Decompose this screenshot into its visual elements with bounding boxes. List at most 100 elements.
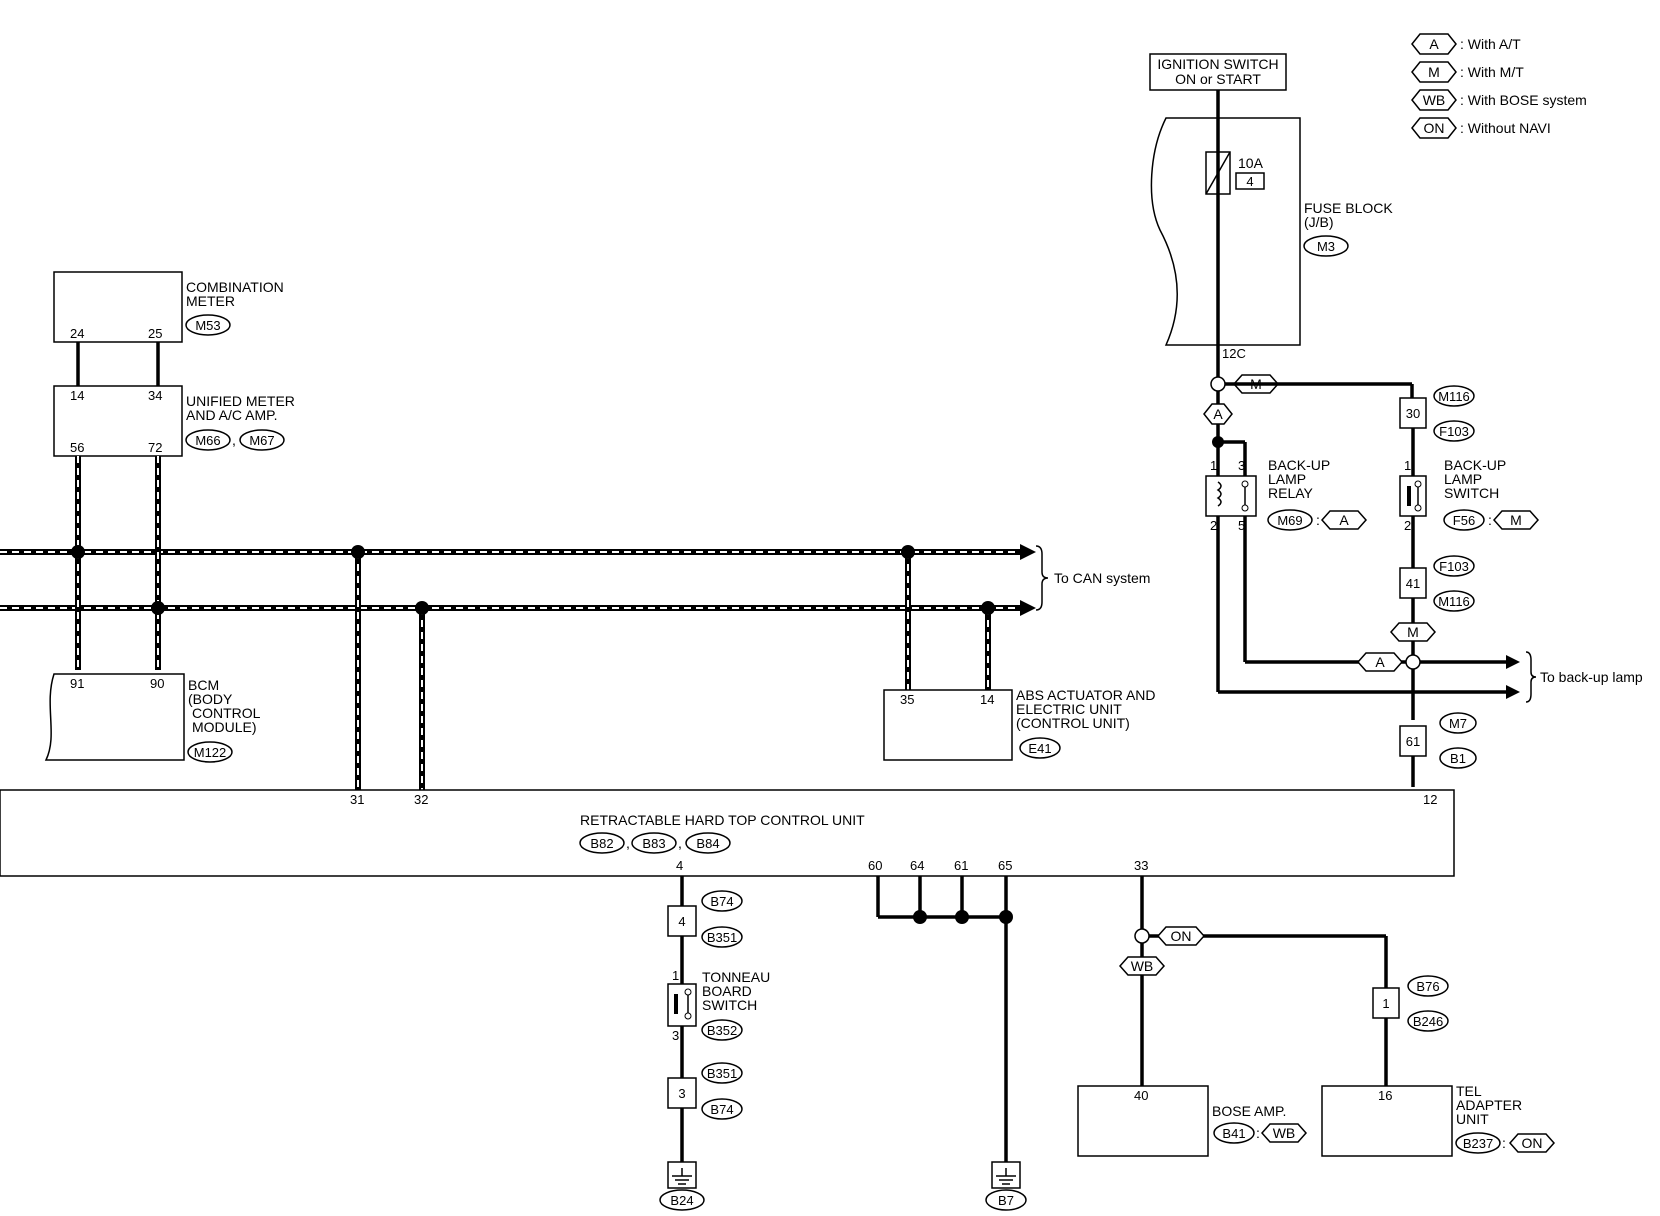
svg-text:60: 60 xyxy=(868,858,882,873)
svg-text:56: 56 xyxy=(70,440,84,455)
opt-tag-a-2: A xyxy=(1356,652,1404,672)
svg-text:BACK-UP: BACK-UP xyxy=(1268,457,1330,473)
svg-text:64: 64 xyxy=(910,858,924,873)
svg-text::: : xyxy=(1488,512,1492,528)
svg-text:B76: B76 xyxy=(1416,979,1439,994)
svg-text:12C: 12C xyxy=(1222,346,1246,361)
svg-text:A: A xyxy=(1339,512,1349,528)
svg-text:B24: B24 xyxy=(670,1193,693,1208)
svg-text:61: 61 xyxy=(1406,734,1420,749)
svg-text:ON or START: ON or START xyxy=(1175,71,1261,87)
can-bus: To CAN system xyxy=(0,456,1150,790)
svg-text:B83: B83 xyxy=(642,836,665,851)
svg-text:ABS ACTUATOR AND: ABS ACTUATOR AND xyxy=(1016,687,1156,703)
svg-text:35: 35 xyxy=(900,692,914,707)
svg-text:F103: F103 xyxy=(1439,559,1469,574)
svg-text:12: 12 xyxy=(1423,792,1437,807)
unified-meter: 14 34 56 72 UNIFIED METER AND A/C AMP. M… xyxy=(53,385,295,457)
tonneau-board-switch: 1 3 TONNEAU BOARD SWITCH B352 xyxy=(667,968,770,1043)
svg-text:COMBINATION: COMBINATION xyxy=(186,279,284,295)
bcm: 91 90 BCM (BODY CONTROL MODULE) M122 xyxy=(44,673,261,763)
svg-text:1: 1 xyxy=(1404,458,1411,473)
svg-text:F103: F103 xyxy=(1439,424,1469,439)
svg-text:SWITCH: SWITCH xyxy=(1444,485,1499,501)
legend-item-a: A : With A/T xyxy=(1411,33,1521,55)
svg-text:M66: M66 xyxy=(195,433,220,448)
ground-b24: B24 xyxy=(659,1161,705,1211)
svg-text:WB: WB xyxy=(1131,958,1154,974)
svg-text:WB: WB xyxy=(1273,1125,1296,1141)
junction-1: 1 B76 B246 xyxy=(1372,975,1449,1032)
svg-text:ON: ON xyxy=(1424,120,1445,136)
svg-text:(J/B): (J/B) xyxy=(1304,214,1334,230)
svg-text:: Without NAVI: : Without NAVI xyxy=(1460,120,1551,136)
svg-text:32: 32 xyxy=(414,792,428,807)
legend-item-m: M : With M/T xyxy=(1411,61,1524,83)
svg-text:5: 5 xyxy=(1238,518,1245,533)
opt-tag-m-1: M xyxy=(1232,374,1280,394)
svg-text:1: 1 xyxy=(672,968,679,983)
opt-tag-a-1: A xyxy=(1203,403,1233,425)
svg-text:B82: B82 xyxy=(590,836,613,851)
svg-text:M3: M3 xyxy=(1317,239,1335,254)
svg-text:3: 3 xyxy=(672,1028,679,1043)
svg-text:,: , xyxy=(678,835,682,851)
backup-lamp-switch: 1 2 BACK-UP LAMP SWITCH F56 : M xyxy=(1399,457,1540,533)
svg-text:LAMP: LAMP xyxy=(1444,471,1482,487)
ground-b7: B7 xyxy=(985,1161,1027,1211)
svg-text:E41: E41 xyxy=(1028,741,1051,756)
svg-text:FUSE BLOCK: FUSE BLOCK xyxy=(1304,200,1393,216)
svg-text:M7: M7 xyxy=(1449,716,1467,731)
svg-text:SWITCH: SWITCH xyxy=(702,997,757,1013)
svg-text:(CONTROL UNIT): (CONTROL UNIT) xyxy=(1016,715,1130,731)
svg-text:ELECTRIC UNIT: ELECTRIC UNIT xyxy=(1016,701,1122,717)
backup-lamp-relay: 1 3 2 5 BACK-UP LAMP RELAY M69 : A xyxy=(1205,457,1368,533)
tel-adapter-unit: 16 TEL ADAPTER UNIT B237 : ON xyxy=(1321,1083,1556,1157)
hardtop-control-unit: 31 32 12 RETRACTABLE HARD TOP CONTROL UN… xyxy=(0,789,1455,877)
svg-text:AND A/C AMP.: AND A/C AMP. xyxy=(186,407,278,423)
svg-text:B351: B351 xyxy=(707,1066,737,1081)
svg-text:B237: B237 xyxy=(1463,1136,1493,1151)
svg-text:M53: M53 xyxy=(195,318,220,333)
can-system-note: To CAN system xyxy=(1054,570,1150,586)
ignition-switch: IGNITION SWITCH ON or START xyxy=(1149,53,1287,91)
svg-text:(BODY: (BODY xyxy=(188,691,233,707)
junction-3: 3 B351 B74 xyxy=(667,1062,743,1120)
ground-icon xyxy=(996,1168,1016,1185)
combination-meter: 24 25 COMBINATION METER M53 xyxy=(53,271,284,343)
svg-text:: With BOSE system: : With BOSE system xyxy=(1460,92,1587,108)
svg-text:B352: B352 xyxy=(707,1023,737,1038)
svg-text:33: 33 xyxy=(1134,858,1148,873)
junction-61: 61 M7 B1 xyxy=(1399,712,1477,769)
svg-text:B1: B1 xyxy=(1450,751,1466,766)
svg-text:RETRACTABLE HARD TOP CONTROL U: RETRACTABLE HARD TOP CONTROL UNIT xyxy=(580,812,865,828)
svg-text:A: A xyxy=(1375,654,1385,670)
svg-text:UNIFIED METER: UNIFIED METER xyxy=(186,393,295,409)
bose-amp: 40 BOSE AMP. B41 : WB xyxy=(1077,1085,1308,1157)
svg-text:1: 1 xyxy=(1382,996,1389,1011)
svg-text:M116: M116 xyxy=(1438,594,1470,609)
ground-icon xyxy=(672,1168,692,1185)
fuse-block: 10A 4 FUSE BLOCK (J/B) M3 12C xyxy=(1150,117,1393,361)
svg-text:B246: B246 xyxy=(1413,1014,1443,1029)
svg-text:M122: M122 xyxy=(194,745,227,760)
svg-text:IGNITION SWITCH: IGNITION SWITCH xyxy=(1157,56,1278,72)
svg-text::: : xyxy=(1256,1125,1260,1141)
svg-text:B41: B41 xyxy=(1222,1126,1245,1141)
svg-text:72: 72 xyxy=(148,440,162,455)
svg-text:F56: F56 xyxy=(1453,513,1475,528)
svg-text:UNIT: UNIT xyxy=(1456,1111,1489,1127)
junction-30: 30 M116 F103 xyxy=(1399,385,1475,442)
backup-lamp-note: To back-up lamp xyxy=(1540,669,1643,685)
svg-text:A: A xyxy=(1429,36,1439,52)
svg-text:TONNEAU: TONNEAU xyxy=(702,969,770,985)
svg-text:WB: WB xyxy=(1423,92,1446,108)
svg-text:M: M xyxy=(1407,624,1419,640)
svg-text:ON: ON xyxy=(1522,1135,1543,1151)
junction-4: 4 B74 B351 xyxy=(667,890,743,948)
svg-text:4: 4 xyxy=(676,858,683,873)
svg-text:,: , xyxy=(626,835,630,851)
opt-tag-on-1: ON xyxy=(1156,926,1206,946)
svg-text:METER: METER xyxy=(186,293,235,309)
junction-41: 41 F103 M116 xyxy=(1399,555,1475,612)
